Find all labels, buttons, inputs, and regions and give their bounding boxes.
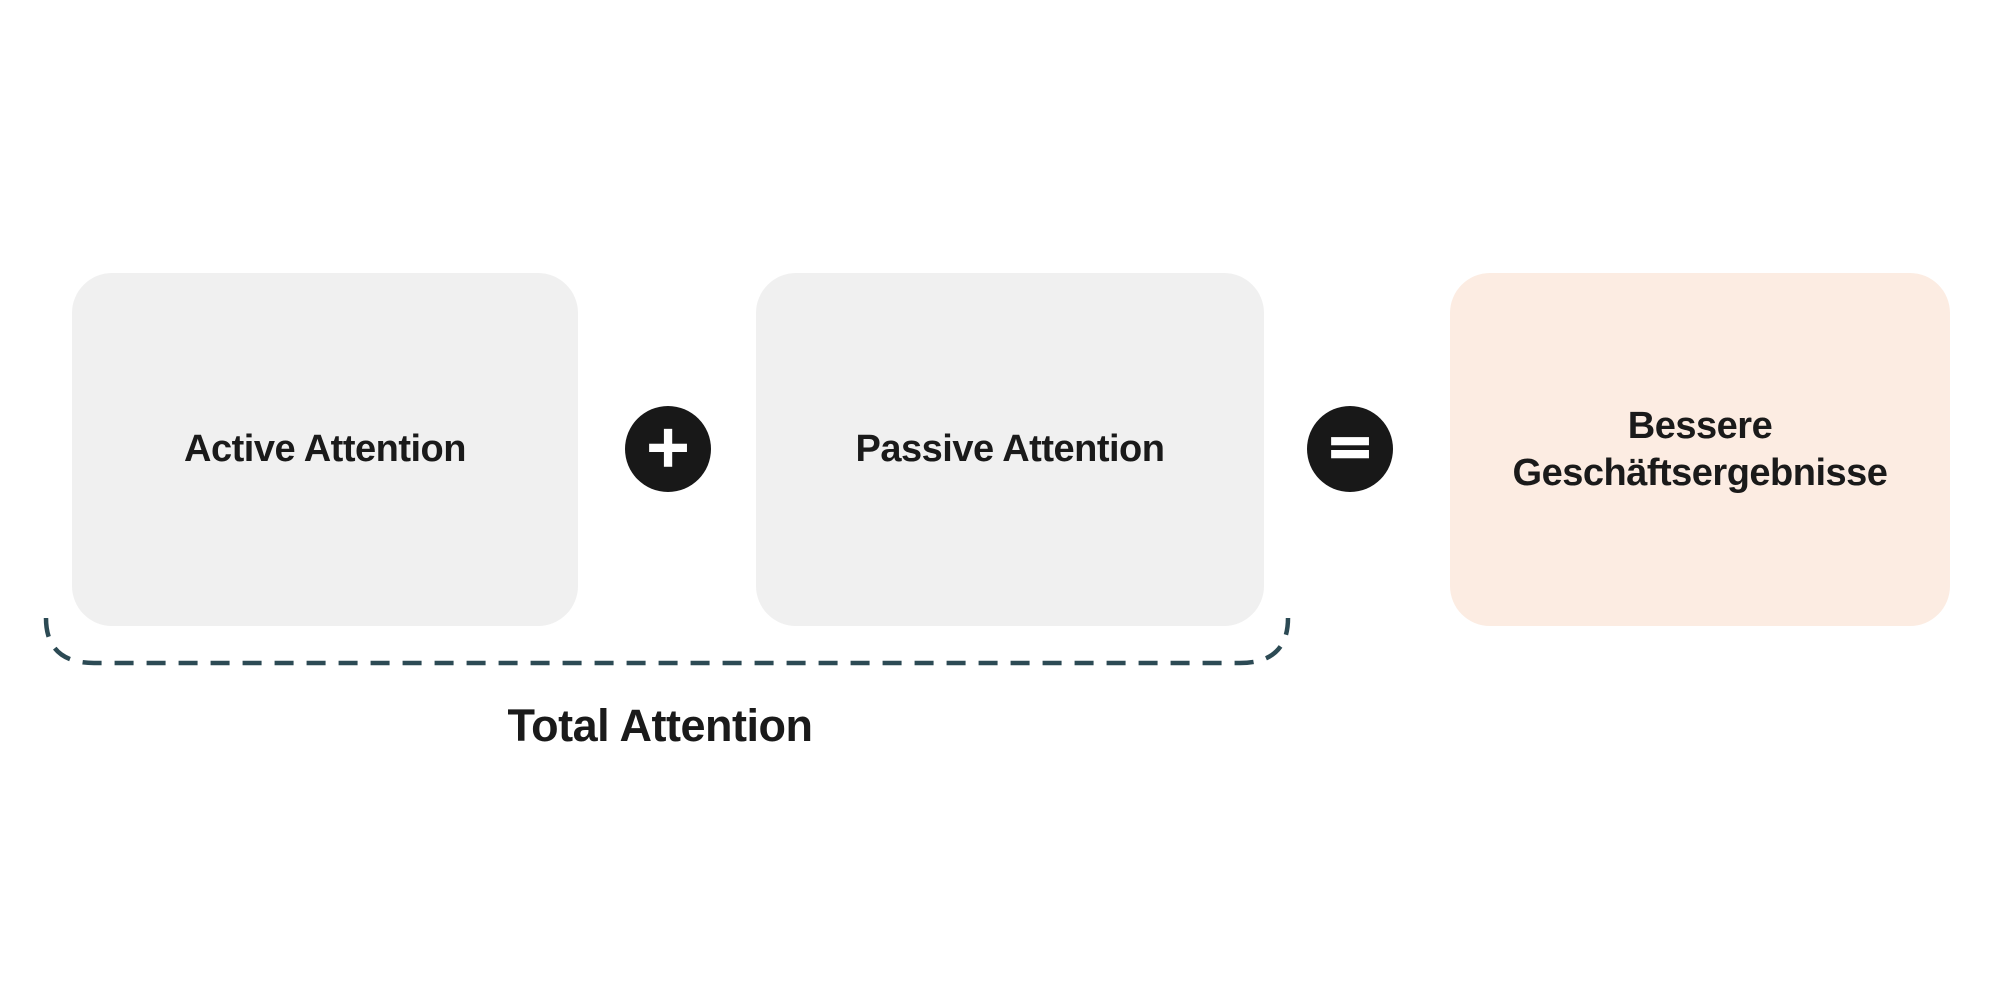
box-passive-attention: Passive Attention: [756, 273, 1264, 626]
box-passive-attention-label: Passive Attention: [855, 428, 1165, 471]
total-attention-label: Total Attention: [507, 700, 813, 751]
plus-icon: +: [643, 412, 693, 480]
box-business-results: Bessere Geschäftsergebnisse: [1450, 273, 1950, 626]
box-active-attention-label: Active Attention: [184, 428, 466, 471]
plus-operator-circle: +: [625, 406, 711, 492]
box-business-results-label: Bessere Geschäftsergebnisse: [1512, 405, 1888, 494]
total-attention-bracket: [43, 617, 1291, 666]
box-active-attention: Active Attention: [72, 273, 578, 626]
equals-icon: =: [1325, 412, 1375, 480]
equals-operator-circle: =: [1307, 406, 1393, 492]
